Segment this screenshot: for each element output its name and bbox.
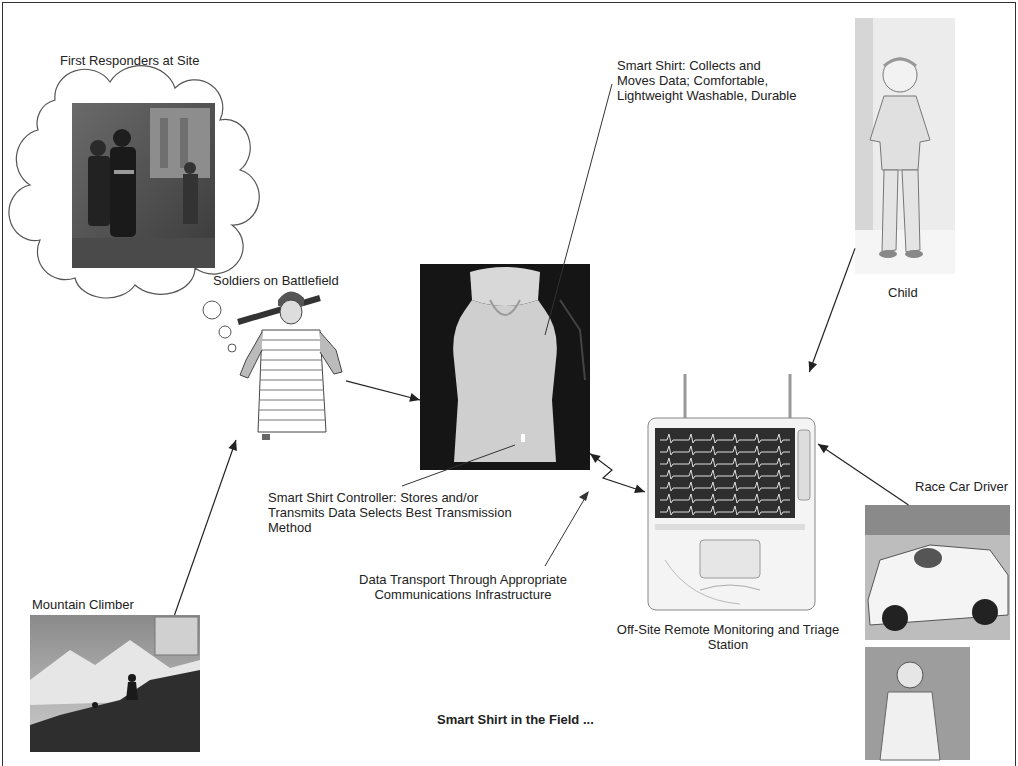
node-label: Smart Shirt: Collects and Moves Data; Co…	[617, 58, 797, 103]
leader-line	[545, 84, 612, 335]
frame	[3, 3, 1016, 766]
connector-line	[175, 440, 237, 615]
responders-photo	[72, 103, 215, 268]
thought-bubble	[228, 344, 236, 352]
node-label: First Responders at Site	[60, 53, 199, 68]
smart-shirt-photo	[420, 264, 590, 470]
connector-arrow	[809, 248, 855, 372]
arrowhead	[579, 491, 589, 501]
connector-line	[346, 381, 420, 400]
soldier-figure	[238, 291, 342, 440]
photo-panel: Race Car Driver	[865, 505, 1010, 760]
node-label: Mountain Climber	[32, 597, 134, 612]
arrowhead	[634, 485, 645, 494]
callout-text: Smart Shirt Controller: Stores and/or Tr…	[268, 490, 533, 535]
thought-bubble	[203, 301, 221, 319]
race-car-photo	[865, 505, 1010, 760]
arrowhead	[809, 361, 817, 372]
callout-text: Data Transport Through Appropriate Commu…	[333, 572, 593, 602]
connector-arrow	[346, 381, 420, 402]
node-label: Race Car Driver	[915, 479, 1008, 494]
photo-panel: Child	[855, 18, 955, 274]
photo-panel: First Responders at Site	[72, 103, 215, 268]
arrowhead	[409, 393, 420, 402]
child-photo	[855, 18, 955, 274]
thought-bubble	[219, 326, 231, 338]
monitor-station	[648, 374, 815, 610]
connector-line	[818, 444, 909, 505]
connector-arrow	[818, 444, 909, 505]
arrowhead	[818, 444, 829, 453]
node-label: Child	[888, 285, 918, 300]
photo-panel: Smart Shirt: Collects and Moves Data; Co…	[420, 264, 590, 470]
node-label: Soldiers on Battlefield	[213, 273, 339, 288]
photo-panel: Soldiers on Battlefield	[236, 292, 346, 440]
arrowhead	[228, 440, 236, 451]
climber-photo	[30, 615, 200, 752]
connector-arrow	[175, 440, 237, 615]
arrowhead	[590, 454, 601, 464]
connector-line	[809, 248, 855, 372]
photo-panel: Mountain Climber	[30, 615, 200, 752]
connector-arrow	[590, 454, 645, 494]
thought-cloud	[9, 66, 259, 298]
node-label: Off-Site Remote Monitoring and Triage St…	[603, 622, 853, 652]
leader-line	[402, 445, 515, 486]
leader-arrow	[545, 498, 585, 566]
photo-panel: Off-Site Remote Monitoring and Triage St…	[645, 372, 818, 612]
figure-caption: Smart Shirt in the Field ...	[437, 712, 594, 727]
